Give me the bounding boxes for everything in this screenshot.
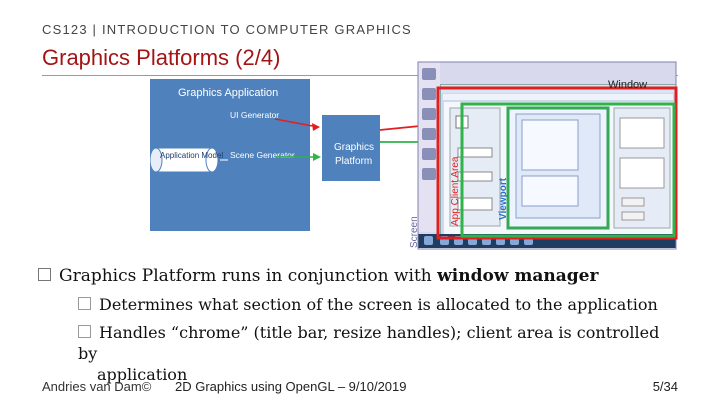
graphics-platform-box (322, 115, 380, 181)
viewport-label: Viewport (498, 177, 509, 220)
scene-generator-label: Scene Generator (230, 150, 295, 160)
application-model-cylinder (150, 147, 219, 173)
taskbar-app-icon (454, 236, 463, 245)
architecture-diagram: Graphics Application UI Generator Scene … (150, 79, 380, 231)
desktop-screenshot (418, 62, 676, 248)
app-window (440, 84, 676, 238)
bullet-checkbox-icon (78, 297, 91, 310)
ui-generator-label: UI Generator (230, 110, 279, 120)
bullet-2: Determines what section of the screen is… (78, 295, 658, 314)
desktop-app-icon (422, 68, 436, 80)
graphics-platform-label-1: Graphics (334, 142, 374, 153)
desktop-app-icon (422, 148, 436, 160)
screen-label: Screen (409, 216, 420, 248)
slide-title: Graphics Platforms (2/4) (42, 45, 281, 70)
application-model-label: Application Model (160, 151, 223, 160)
bullet-1-text: Graphics Platform runs in conjunction wi… (59, 266, 438, 286)
desktop-app-icon (422, 128, 436, 140)
desktop-app-icon (422, 168, 436, 180)
taskbar-app-icon (510, 236, 519, 245)
ui-arrow (274, 118, 319, 128)
window-client-area (444, 102, 674, 234)
taskbar-app-icon (468, 236, 477, 245)
bullet-1: Graphics Platform runs in conjunction wi… (38, 266, 598, 286)
window-label: Window (608, 79, 647, 91)
client-area-drawing (449, 106, 671, 230)
footer-author: Andries van Dam© (42, 379, 152, 394)
bullet-checkbox-icon (78, 325, 91, 338)
taskbar-app-icon (482, 236, 491, 245)
client-area-outline (460, 102, 676, 238)
app-client-area-label: App Client Area (450, 156, 461, 226)
course-header: CS123 | INTRODUCTION TO COMPUTER GRAPHIC… (42, 22, 412, 37)
desktop-app-icon (422, 108, 436, 120)
bullet-3-continuation: application (97, 365, 188, 384)
bullet-2-text: Determines what section of the screen is… (99, 295, 658, 314)
window-outline (436, 86, 678, 240)
bullet-3-text: Handles “chrome” (title bar, resize hand… (78, 323, 660, 363)
bullet-3: Handles “chrome” (title bar, resize hand… (78, 322, 678, 385)
graphics-platform-label-2: Platform (335, 156, 372, 167)
bullet-checkbox-icon (38, 268, 51, 281)
taskbar-app-icon (524, 236, 533, 245)
window-menubar (443, 94, 673, 100)
footer-page-number: 5/34 (652, 379, 678, 394)
desktop-app-icon (422, 88, 436, 100)
graphics-application-title: Graphics Application (178, 87, 278, 99)
desktop-icon-column (418, 62, 440, 232)
taskbar-app-icon (440, 236, 449, 245)
start-button-icon (424, 236, 433, 245)
screenshot-overlay: Window Screen App Client Area Viewport (409, 61, 678, 250)
footer-lecture: 2D Graphics using OpenGL – 9/10/2019 (175, 379, 407, 394)
taskbar-app-icon (496, 236, 505, 245)
title-divider (42, 75, 678, 76)
bullet-1-bold: window manager (437, 266, 599, 286)
